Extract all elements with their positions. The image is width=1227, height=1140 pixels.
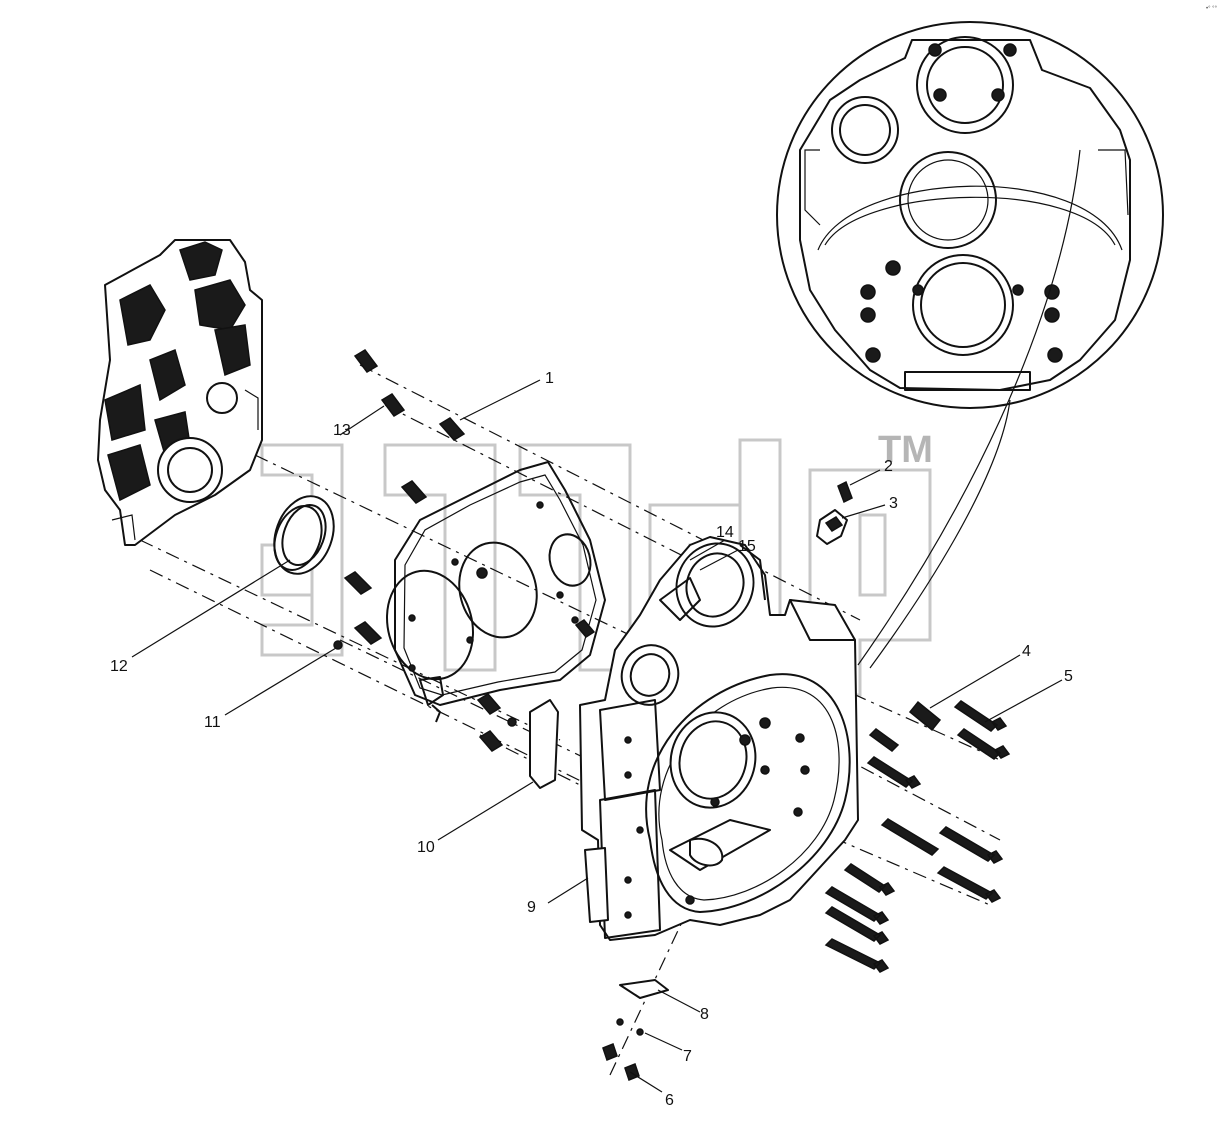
callout-4: 4 [1022, 643, 1031, 660]
callout-9: 9 [527, 899, 536, 916]
housing-mounting-bolts [824, 700, 1011, 973]
rear-crankshaft-seal [273, 495, 335, 575]
callout-5: 5 [1064, 668, 1073, 685]
callout-leaders [131, 379, 1063, 1093]
flywheel-housing [579, 536, 859, 941]
callout-14: 14 [716, 524, 734, 541]
callout-15: 15 [738, 538, 756, 555]
callout-10: 10 [417, 839, 435, 856]
callout-7: 7 [683, 1048, 692, 1065]
adapter-plate-gasket [386, 461, 606, 723]
access-cover-plate [529, 699, 559, 789]
callout-8: 8 [700, 1006, 709, 1023]
callout-labels: 1 2 3 4 5 6 7 8 9 10 11 12 13 14 15 [110, 370, 1073, 1109]
callout-3: 3 [889, 495, 898, 512]
callout-12: 12 [110, 658, 128, 675]
callout-6: 6 [665, 1092, 674, 1109]
adapter-cap-screws [333, 349, 596, 752]
callout-1: 1 [545, 370, 554, 387]
callout-13: 13 [333, 422, 351, 439]
detail-view-circle [776, 21, 1164, 409]
callout-11: 11 [204, 714, 221, 731]
bottom-cover-plate [602, 979, 669, 1081]
front-gear-housing [97, 239, 263, 546]
watermark-trademark: TM [878, 429, 933, 471]
corner-mark: •° °° [1206, 6, 1218, 12]
speed-sensor [816, 480, 853, 545]
detail-leader-a [857, 149, 1081, 666]
callout-2: 2 [884, 458, 893, 475]
detail-leader-b [869, 399, 1011, 669]
